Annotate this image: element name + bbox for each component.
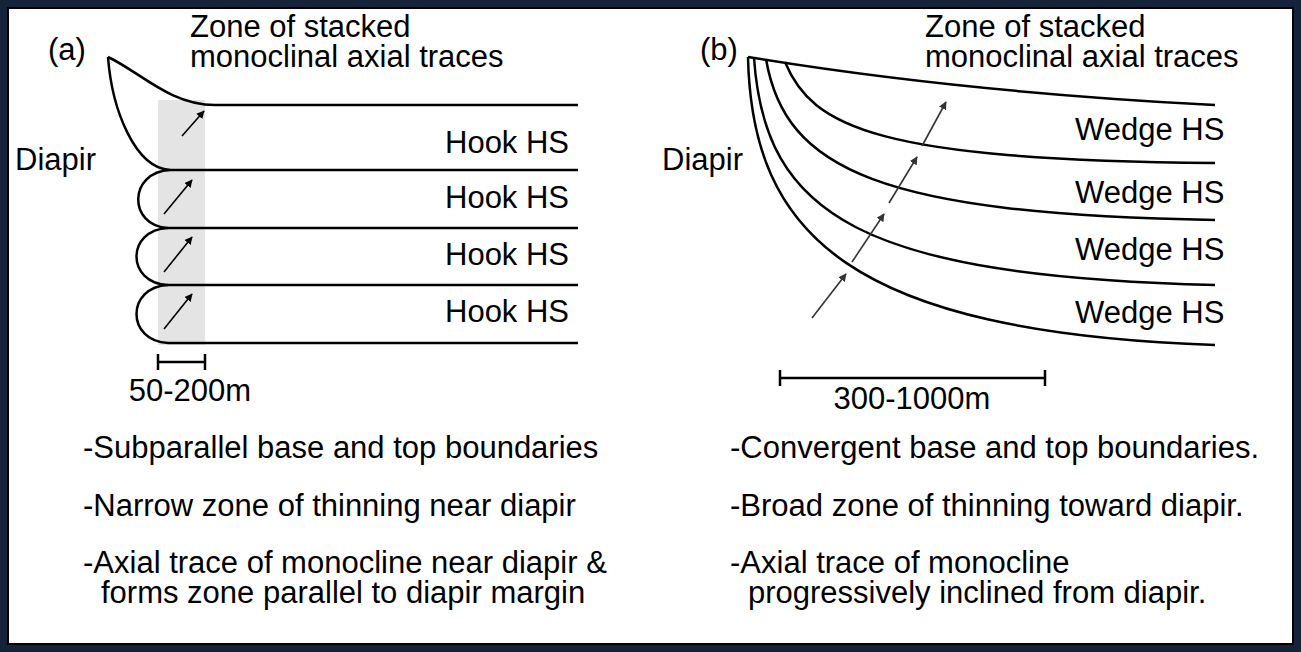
sequence-label: Wedge HS xyxy=(1075,298,1224,328)
note-text: -Convergent base and top boundaries. xyxy=(730,433,1259,463)
scale-bar xyxy=(158,354,205,370)
sequence-boundary xyxy=(785,62,1215,163)
wrap-spacer xyxy=(591,578,641,579)
axial-trace-arrows xyxy=(164,111,204,329)
diapir-label: Diapir xyxy=(15,145,96,175)
sequence-label: Wedge HS xyxy=(1075,235,1224,265)
axial-trace-arrow xyxy=(164,237,192,272)
note-text: -Narrow zone of thinning near diapir xyxy=(83,491,576,521)
axial-trace-arrow xyxy=(922,102,946,146)
sequence-label: Hook HS xyxy=(445,183,569,213)
axial-trace-arrows xyxy=(812,102,946,318)
zone-label: Zone of stacked monoclinal axial traces xyxy=(925,12,1265,72)
axial-trace-arrow xyxy=(182,111,204,136)
panel-letter: (a) xyxy=(48,35,86,65)
diapir-margin xyxy=(108,57,578,170)
note-text: -Broad zone of thinning toward diapir. xyxy=(730,491,1244,521)
scale-label: 300-1000m xyxy=(822,384,1002,414)
panel-letter: (b) xyxy=(700,35,738,65)
scale-label: 50-200m xyxy=(100,376,280,406)
hook-margin xyxy=(137,228,169,285)
figure-panel xyxy=(8,8,1293,644)
hook-margin xyxy=(138,170,170,228)
axial-trace-arrow xyxy=(164,180,192,214)
axial-trace-arrow xyxy=(889,157,917,203)
hook-margin xyxy=(137,285,169,343)
sequence-label: Hook HS xyxy=(445,297,569,327)
note-text: -Axial trace of monocline progressively … xyxy=(730,548,1228,608)
sequence-boundary xyxy=(168,284,578,287)
sequence-label: Wedge HS xyxy=(1075,115,1224,145)
scale-bar xyxy=(158,354,205,370)
axial-trace-arrow xyxy=(852,214,884,262)
note-text: -Axial trace of monocline near diapir & … xyxy=(83,548,641,608)
sequence-label: Hook HS xyxy=(445,240,569,270)
zone-label: Zone of stacked monoclinal axial traces xyxy=(190,12,530,72)
sequence-boundary xyxy=(168,227,578,230)
note-text: -Subparallel base and top boundaries xyxy=(83,433,598,463)
sequence-label: Wedge HS xyxy=(1075,178,1224,208)
axial-trace-arrow xyxy=(164,294,192,329)
hook-sequence-lines xyxy=(108,57,578,343)
sequence-label: Hook HS xyxy=(445,128,569,158)
diapir-label: Diapir xyxy=(662,145,743,175)
axial-trace-zone xyxy=(158,100,205,345)
axial-trace-arrow xyxy=(812,274,846,318)
sequence-boundary xyxy=(168,342,578,345)
